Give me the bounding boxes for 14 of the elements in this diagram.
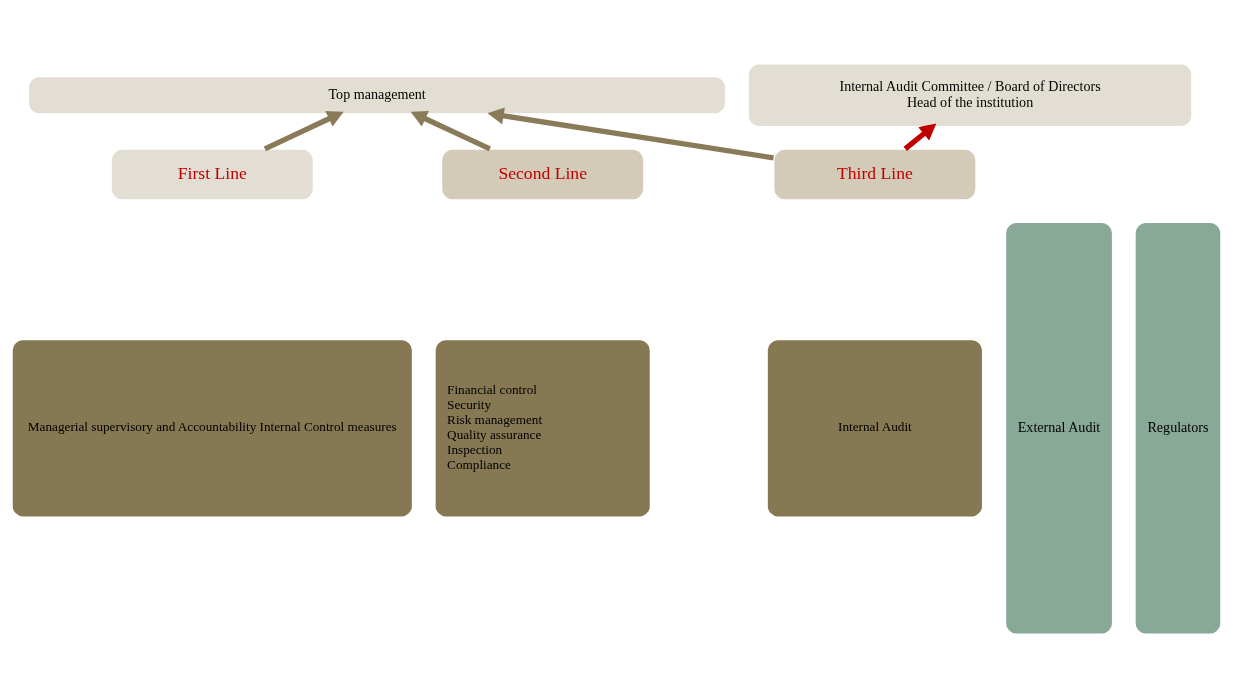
node-box: Third Line	[772, 147, 978, 201]
arrow	[903, 123, 937, 151]
node-box: Financial control Security Risk management Quality assurance Inspection Compliance	[433, 337, 652, 518]
node-box: External Audit	[1004, 220, 1114, 635]
arrow	[263, 110, 344, 151]
node-box: Internal Audit Committee / Board of Directors Head of the institution	[747, 62, 1193, 128]
node-box: Second Line	[440, 147, 645, 201]
node-box: First Line	[110, 147, 315, 201]
node-box: Managerial supervisory and Accountability Internal Control measures	[10, 337, 414, 518]
node-box: Regulators	[1133, 220, 1223, 635]
node-box: Internal Audit	[766, 337, 984, 518]
arrow	[410, 110, 491, 151]
node-box: Top management	[27, 74, 727, 115]
arrow	[487, 106, 774, 160]
